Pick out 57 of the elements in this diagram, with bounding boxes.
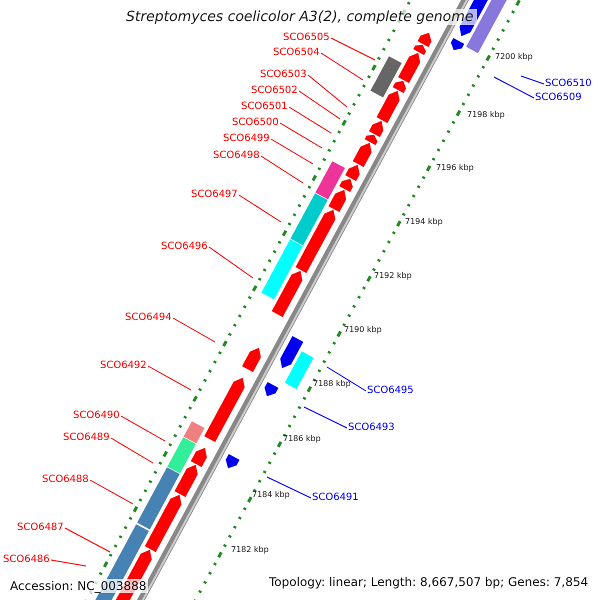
gene-label: SCO6486 xyxy=(3,555,50,565)
gene-label: SCO6498 xyxy=(213,151,260,161)
tick-label: 7188 kbp xyxy=(313,380,351,388)
leader-line xyxy=(308,74,348,108)
leader-line xyxy=(326,366,366,392)
leader-line xyxy=(50,560,86,566)
leader-line xyxy=(90,480,134,504)
leader-line xyxy=(270,138,314,164)
tick-label: 7196 kbp xyxy=(436,164,474,172)
tick-label: 7184 kbp xyxy=(252,491,290,499)
gene-label: SCO6492 xyxy=(100,361,147,371)
leader-line xyxy=(208,246,254,278)
leader-line xyxy=(110,438,154,464)
gene-label: SCO6502 xyxy=(251,86,298,96)
gene-label: SCO6503 xyxy=(260,70,307,80)
gene-label: SCO6509 xyxy=(535,93,582,103)
leader-line xyxy=(520,76,544,84)
gene-label: SCO6504 xyxy=(273,48,320,58)
gene-label: SCO6494 xyxy=(125,313,172,323)
gene-label: SCO6505 xyxy=(283,33,330,43)
gene-label: SCO6491 xyxy=(312,493,359,503)
gene-label: SCO6487 xyxy=(17,523,64,533)
title: Streptomyces coelicolor A3(2), complete genome xyxy=(123,9,476,25)
leader-line xyxy=(494,76,534,98)
leader-line xyxy=(266,476,312,498)
leader-line xyxy=(330,38,376,60)
leader-line xyxy=(238,194,282,222)
gene-label: SCO6495 xyxy=(367,386,414,396)
leader-line xyxy=(64,528,110,552)
leader-line xyxy=(260,156,304,184)
leader-line xyxy=(288,106,332,134)
gene-label: SCO6490 xyxy=(73,411,120,421)
gene-label: SCO6493 xyxy=(348,423,395,433)
accession-label: Accession: NC_003888 xyxy=(8,579,148,593)
gene-label: SCO6510 xyxy=(545,79,592,89)
leader-line xyxy=(120,416,166,442)
tick-label: 7200 kbp xyxy=(495,53,533,61)
leader-line xyxy=(172,318,216,342)
gene-label: SCO6501 xyxy=(241,102,288,112)
gene-label: SCO6496 xyxy=(161,242,208,252)
leader-line xyxy=(320,52,364,80)
tick-label: 7194 kbp xyxy=(405,218,443,226)
tick-label: 7190 kbp xyxy=(344,326,382,334)
leader-line xyxy=(148,366,192,390)
tick-label: 7182 kbp xyxy=(231,546,269,554)
genome-stats-label: Topology: linear; Length: 8,667,507 bp; Genes: 7,854 xyxy=(267,575,590,589)
leader-line xyxy=(280,122,322,148)
tick-label: 7192 kbp xyxy=(374,272,412,280)
tick-label: 7186 kbp xyxy=(283,435,321,443)
gene-label: SCO6497 xyxy=(191,190,238,200)
tick-label: 7198 kbp xyxy=(467,111,505,119)
gene-label: SCO6488 xyxy=(42,475,89,485)
leader-line xyxy=(298,90,340,120)
leader-line xyxy=(304,406,348,428)
gene-label: SCO6500 xyxy=(232,118,279,128)
gene-label: SCO6489 xyxy=(63,433,110,443)
gene-label: SCO6499 xyxy=(223,134,270,144)
